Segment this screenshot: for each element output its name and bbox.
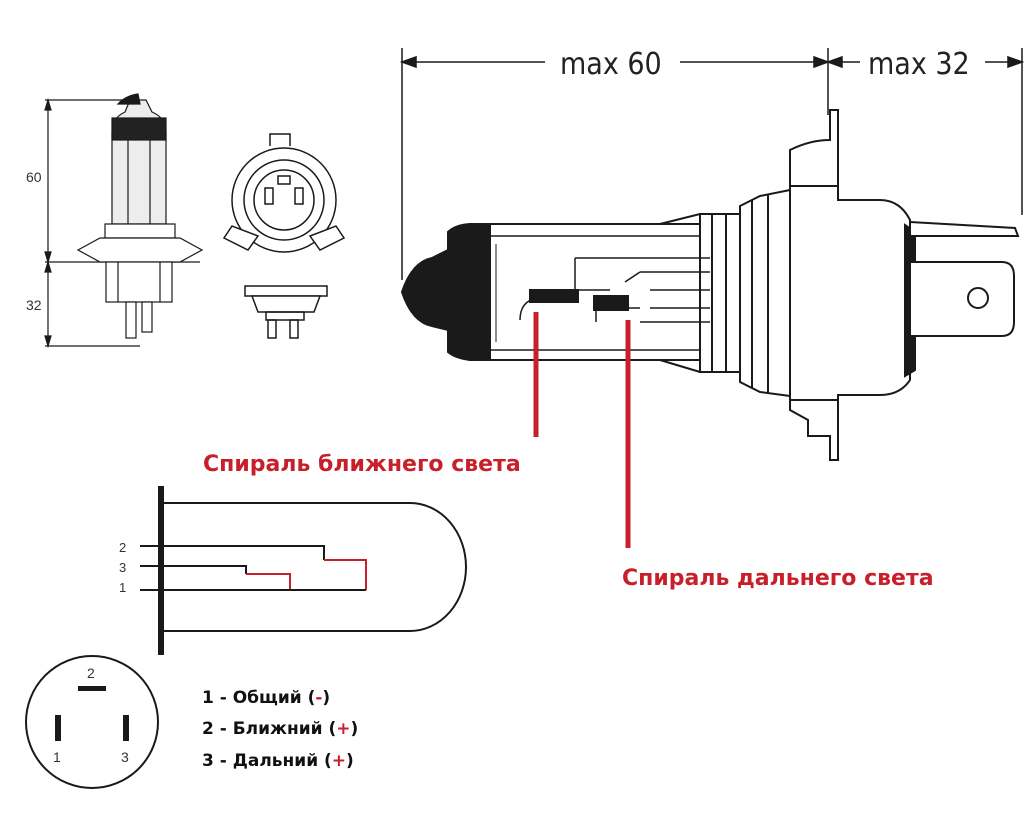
connector-pin-1: 1	[53, 749, 61, 765]
wire-label-3: 3	[119, 560, 126, 575]
base-front-view	[222, 133, 346, 253]
small-bulb-height-60: 60	[26, 169, 42, 185]
wire-label-2: 2	[119, 540, 126, 555]
callout-pointers	[533, 312, 631, 548]
connector-pin-2: 2	[87, 665, 95, 681]
small-bulb-height-32: 32	[26, 297, 42, 313]
base-dimension-label: max 32	[868, 47, 970, 82]
small-bulb-drawing	[44, 93, 204, 349]
legend-item-low-beam: 2 - Ближний (+)	[202, 719, 358, 739]
pin-legend: 1 - Общий (-) 2 - Ближний (+) 3 - Дальни…	[202, 688, 358, 771]
legend-item-high-beam: 3 - Дальний (+)	[202, 751, 354, 771]
wire-label-1: 1	[119, 580, 126, 595]
legend-item-common: 1 - Общий (-)	[202, 688, 330, 708]
wiring-schematic	[140, 486, 467, 655]
high-beam-callout: Спираль дальнего света	[622, 566, 934, 591]
low-beam-callout: Спираль ближнего света	[203, 452, 521, 477]
length-dimension-label: max 60	[560, 47, 662, 82]
connector-pin-3: 3	[121, 749, 129, 765]
large-bulb-drawing	[400, 109, 1020, 461]
connector-pinout	[25, 655, 159, 789]
dimension-line	[399, 48, 1024, 280]
base-bottom-view	[244, 285, 328, 339]
